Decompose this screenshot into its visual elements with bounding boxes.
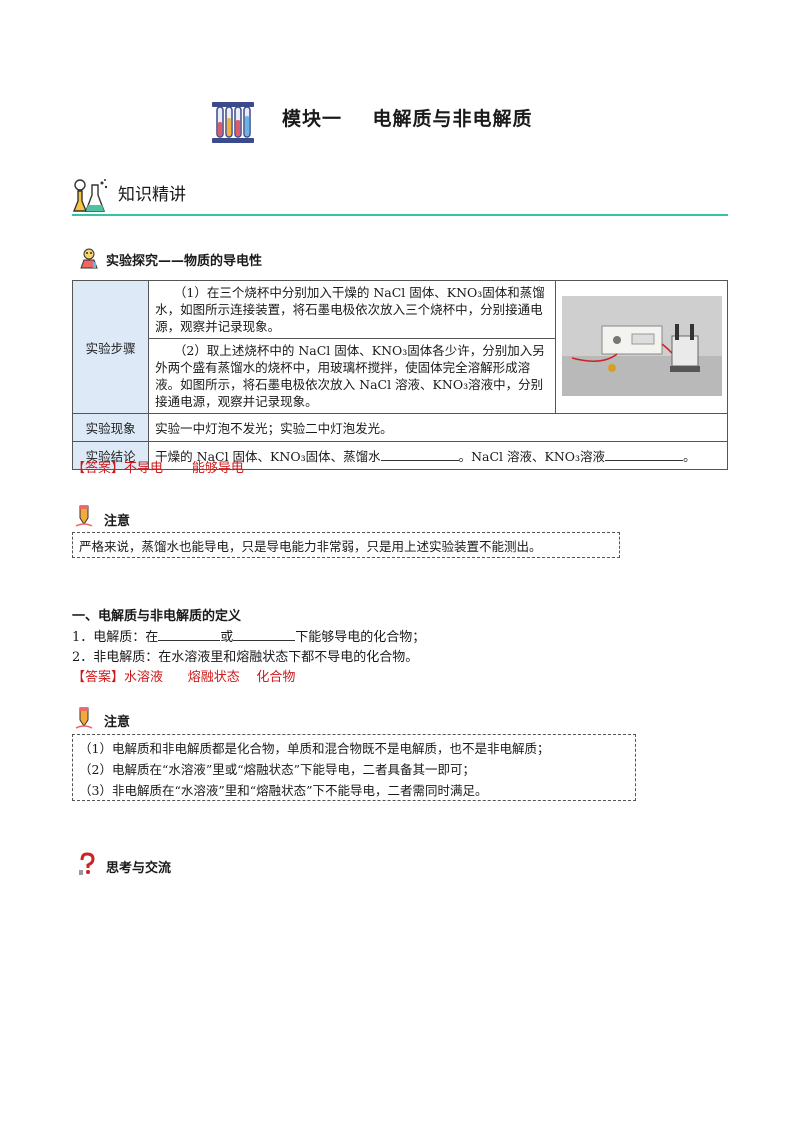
discussion-title: 思考与交流	[106, 861, 172, 876]
phenomenon-label: 实验现象	[71, 413, 150, 442]
conclusion-part-b: 。NaCl 溶液、KNO₃溶液	[458, 449, 606, 464]
scientist-icon	[78, 247, 100, 269]
definition-1-part-b: 或	[220, 630, 234, 645]
question-mark-icon	[76, 852, 98, 875]
table-row: 实验现象 实验一中灯泡不发光；实验二中灯泡发光。	[71, 413, 728, 442]
pencil-note-icon	[74, 504, 96, 527]
note-1-box: 严格来说，蒸馏水也能导电，只是导电能力非常弱，只是用上述实验装置不能测出。	[72, 532, 620, 558]
conclusion-blank-1	[380, 448, 459, 461]
note-2-title: 注意	[104, 715, 131, 730]
pencil-note-icon	[74, 706, 96, 729]
conductivity-apparatus-image	[561, 295, 722, 396]
definition-line-2: 2．非电解质：在水溶液里和熔融状态下都不导电的化合物。	[72, 650, 419, 665]
note-2-item: （3）非电解质在“水溶液”里和“熔融状态”下不能导电，二者需同时满足。	[79, 783, 488, 798]
steps-label: 实验步骤	[71, 280, 150, 414]
definition-1-part-c: 下能够导电的化合物；	[295, 630, 426, 645]
note-1-title: 注意	[104, 514, 131, 529]
table-row: （2）取上述烧杯中的 NaCl 固体、KNO₃固体各少许，分别加入另外两个盛有蒸…	[73, 338, 728, 414]
experiment-title: 实验探究——物质的导电性	[106, 254, 263, 269]
definition-line-1: 1．电解质：在 或 下能够导电的化合物；	[72, 626, 425, 645]
lab-flask-icon	[72, 177, 112, 215]
table-row: 实验结论 干燥的 NaCl 固体、KNO₃固体、蒸馏水 。NaCl 溶液、KNO₃…	[71, 441, 728, 470]
note-2-item: （1）电解质和非电解质都是化合物，单质和混合物既不是电解质，也不是非电解质；	[79, 741, 550, 756]
page-title: 模块一 电解质与非电解质	[282, 108, 533, 130]
banner-divider	[72, 214, 728, 216]
conclusion-end: 。	[683, 449, 696, 464]
section-banner-label: 知识精讲	[118, 185, 186, 205]
conclusion-blank-2	[605, 448, 684, 461]
table-row: 实验步骤 （1）在三个烧杯中分别加入干燥的 NaCl 固体、KNO₃固体和蒸馏水…	[71, 280, 728, 414]
definition-1-part-a: 1．电解质：在	[72, 630, 159, 645]
apparatus-photo	[555, 280, 728, 414]
experiment-answer: 【答案】不导电 能够导电	[72, 461, 244, 476]
note-2-item: （2）电解质在“水溶液”里或“熔融状态”下能导电，二者具备其一即可；	[79, 762, 476, 777]
conclusion-text: 干燥的 NaCl 固体、KNO₃固体、蒸馏水 。NaCl 溶液、KNO₃溶液 。	[148, 441, 728, 470]
conclusion-part-a: 干燥的 NaCl 固体、KNO₃固体、蒸馏水	[155, 449, 381, 464]
definition-blank-2	[233, 628, 296, 641]
experiment-table: 实验步骤 （1）在三个烧杯中分别加入干燥的 NaCl 固体、KNO₃固体和蒸馏水…	[71, 280, 728, 470]
definitions-heading: 一、电解质与非电解质的定义	[72, 609, 242, 624]
step-2-text: （2）取上述烧杯中的 NaCl 固体、KNO₃固体各少许，分别加入另外两个盛有蒸…	[148, 338, 557, 414]
definition-blank-1	[158, 628, 221, 641]
note-2-box: （1）电解质和非电解质都是化合物，单质和混合物既不是电解质，也不是非电解质； （…	[72, 734, 636, 801]
phenomenon-text: 实验一中灯泡不发光；实验二中灯泡发光。	[148, 413, 728, 442]
test-tubes-icon	[210, 98, 256, 144]
definitions-answer: 【答案】水溶液 熔融状态 化合物	[72, 670, 296, 685]
conclusion-label: 实验结论	[71, 441, 150, 470]
step-1-text: （1）在三个烧杯中分别加入干燥的 NaCl 固体、KNO₃固体和蒸馏水，如图所示…	[148, 280, 557, 339]
